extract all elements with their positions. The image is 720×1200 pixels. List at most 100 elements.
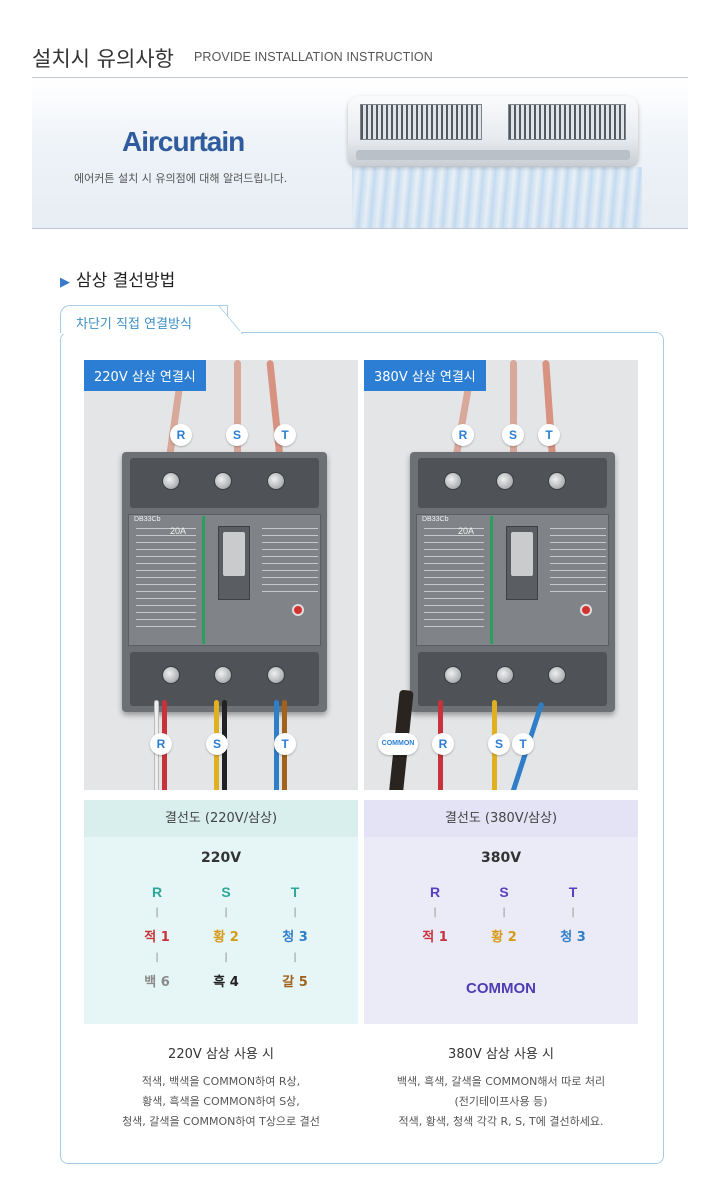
breaker-photo-380v: 380V 삼상 연결시 DB33Cb 20A R S T COMMON R S … <box>364 360 638 790</box>
description-line: 백색, 흑색, 갈색을 COMMON해서 따로 처리 <box>396 1075 606 1088</box>
unit-bottom-panel <box>356 150 630 160</box>
phase-marker-s: S <box>502 424 524 446</box>
connector-line: | <box>502 907 506 918</box>
wire-label-black: 흑 4 <box>213 975 239 990</box>
panel-tab-label: 차단기 직접 연결방식 <box>76 317 192 332</box>
connector-line: | <box>155 907 159 918</box>
description-220v: 220V 삼상 사용 시 적색, 백색을 COMMON하여 R상, 황색, 흑색… <box>84 1043 358 1132</box>
wire-label-yellow: 황 2 <box>491 930 517 945</box>
airflow-effect <box>352 167 642 228</box>
phase-label: R <box>151 884 163 900</box>
wire-label-white: 백 6 <box>144 975 170 990</box>
diagram-column-t: T | 청 3 | 갈 5 <box>265 884 325 990</box>
diagram-column-s: S | 황 2 | 흑 4 <box>196 884 256 990</box>
phase-label: S <box>499 884 509 900</box>
description-line: 청색, 갈색을 COMMON하여 T상으로 결선 <box>122 1115 320 1128</box>
connector-line: | <box>293 952 297 963</box>
section-heading: ▶ 삼상 결선방법 <box>60 266 175 291</box>
description-title: 380V 삼상 사용 시 <box>448 1047 554 1062</box>
phase-marker-s: S <box>206 733 228 755</box>
phase-label: R <box>429 884 441 900</box>
diagram-column-r: R | 적 1 <box>405 884 465 945</box>
banner-brand: Aircurtain <box>122 126 245 157</box>
banner-subtitle: 에어커튼 설치 시 유의점에 대해 알려드립니다. <box>74 172 288 185</box>
tab-joint <box>61 331 241 334</box>
phase-marker-t: T <box>274 424 296 446</box>
triangle-bullet-icon: ▶ <box>60 275 70 290</box>
page-header: 설치시 유의사항 PROVIDE INSTALLATION INSTRUCTIO… <box>32 40 688 78</box>
phase-marker-r: R <box>170 424 192 446</box>
phase-marker-r: R <box>432 733 454 755</box>
page-title: 설치시 유의사항 <box>32 47 174 71</box>
screw-icon <box>548 666 566 684</box>
phase-marker-t: T <box>274 733 296 755</box>
trip-button-icon <box>292 604 304 616</box>
breaker-green-strip <box>490 516 493 644</box>
photo-label-220v: 220V 삼상 연결시 <box>84 360 206 391</box>
photo-label-380v: 380V 삼상 연결시 <box>364 360 486 391</box>
description-title: 220V 삼상 사용 시 <box>168 1047 274 1062</box>
unit-grille-left <box>360 104 482 140</box>
description-line: 적색, 황색, 청색 각각 R, S, T에 결선하세요. <box>398 1115 604 1128</box>
wire-label-blue: 청 3 <box>560 930 586 945</box>
wire-top-s <box>510 360 517 470</box>
page-subtitle-en: PROVIDE INSTALLATION INSTRUCTION <box>194 50 433 64</box>
phase-marker-s: S <box>488 733 510 755</box>
screw-icon <box>267 472 285 490</box>
wiring-diagram-220v: 결선도 (220V/삼상) 220V R | 적 1 | 백 6 S | 황 2… <box>84 800 358 1024</box>
diagram-column-r: R | 적 1 | 백 6 <box>127 884 187 990</box>
breaker-model: DB33Cb <box>422 516 449 523</box>
diagram-title: 결선도 (380V/삼상) <box>364 800 638 837</box>
wire-label-brown: 갈 5 <box>282 975 308 990</box>
phase-label: T <box>290 884 300 900</box>
description-line: 황색, 흑색을 COMMON하여 S상, <box>142 1095 300 1108</box>
aircurtain-unit-image <box>348 96 638 166</box>
description-line: 적색, 백색을 COMMON하여 R상, <box>141 1075 301 1088</box>
connector-line: | <box>293 907 297 918</box>
common-marker: COMMON <box>378 733 418 755</box>
screw-icon <box>496 666 514 684</box>
phase-marker-r: R <box>452 424 474 446</box>
screw-icon <box>162 666 180 684</box>
trip-button-icon <box>580 604 592 616</box>
breaker-photo-220v: 220V 삼상 연결시 DB33Cb 20A R S T R S T <box>84 360 358 790</box>
phase-marker-s: S <box>226 424 248 446</box>
section-heading-text: 삼상 결선방법 <box>76 271 176 291</box>
screw-icon <box>444 666 462 684</box>
wire-label-red: 적 1 <box>422 930 448 945</box>
diagram-body: 220V R | 적 1 | 백 6 S | 황 2 | 흑 4 T | 청 3… <box>84 837 358 1024</box>
connector-line: | <box>224 952 228 963</box>
diagram-body: 380V R | 적 1 S | 황 2 T | 청 3 COMMON <box>364 837 638 1024</box>
circuit-breaker: DB33Cb 20A <box>122 452 327 712</box>
wire-top-s <box>234 360 241 470</box>
diagram-voltage: 380V <box>480 850 522 866</box>
screw-icon <box>267 666 285 684</box>
connector-line: | <box>155 952 159 963</box>
diagram-title: 결선도 (220V/삼상) <box>84 800 358 837</box>
phase-label: S <box>221 884 231 900</box>
breaker-rating: 20A <box>458 526 475 536</box>
breaker-spec-text <box>424 522 484 632</box>
description-380v: 380V 삼상 사용 시 백색, 흑색, 갈색을 COMMON해서 따로 처리 … <box>364 1043 638 1132</box>
diagram-voltage: 220V <box>200 850 242 866</box>
breaker-spec-text <box>550 522 606 592</box>
screw-icon <box>162 472 180 490</box>
breaker-spec-text <box>262 522 318 592</box>
diagram-column-t: T | 청 3 <box>543 884 603 945</box>
phase-marker-r: R <box>150 733 172 755</box>
circuit-breaker: DB33Cb 20A <box>410 452 615 712</box>
breaker-rating: 20A <box>170 526 187 536</box>
screw-icon <box>444 472 462 490</box>
breaker-lever <box>511 532 533 576</box>
aircurtain-banner: Aircurtain 에어커튼 설치 시 유의점에 대해 알려드립니다. <box>32 79 688 229</box>
phase-marker-t: T <box>538 424 560 446</box>
wire-label-blue: 청 3 <box>282 930 308 945</box>
breaker-lever <box>223 532 245 576</box>
description-line: (전기테이프사용 등) <box>454 1095 548 1108</box>
phase-marker-t: T <box>512 733 534 755</box>
connector-line: | <box>224 907 228 918</box>
panel-tab <box>60 305 228 333</box>
diagram-column-s: S | 황 2 <box>474 884 534 945</box>
screw-icon <box>496 472 514 490</box>
unit-grille-right <box>508 104 626 140</box>
